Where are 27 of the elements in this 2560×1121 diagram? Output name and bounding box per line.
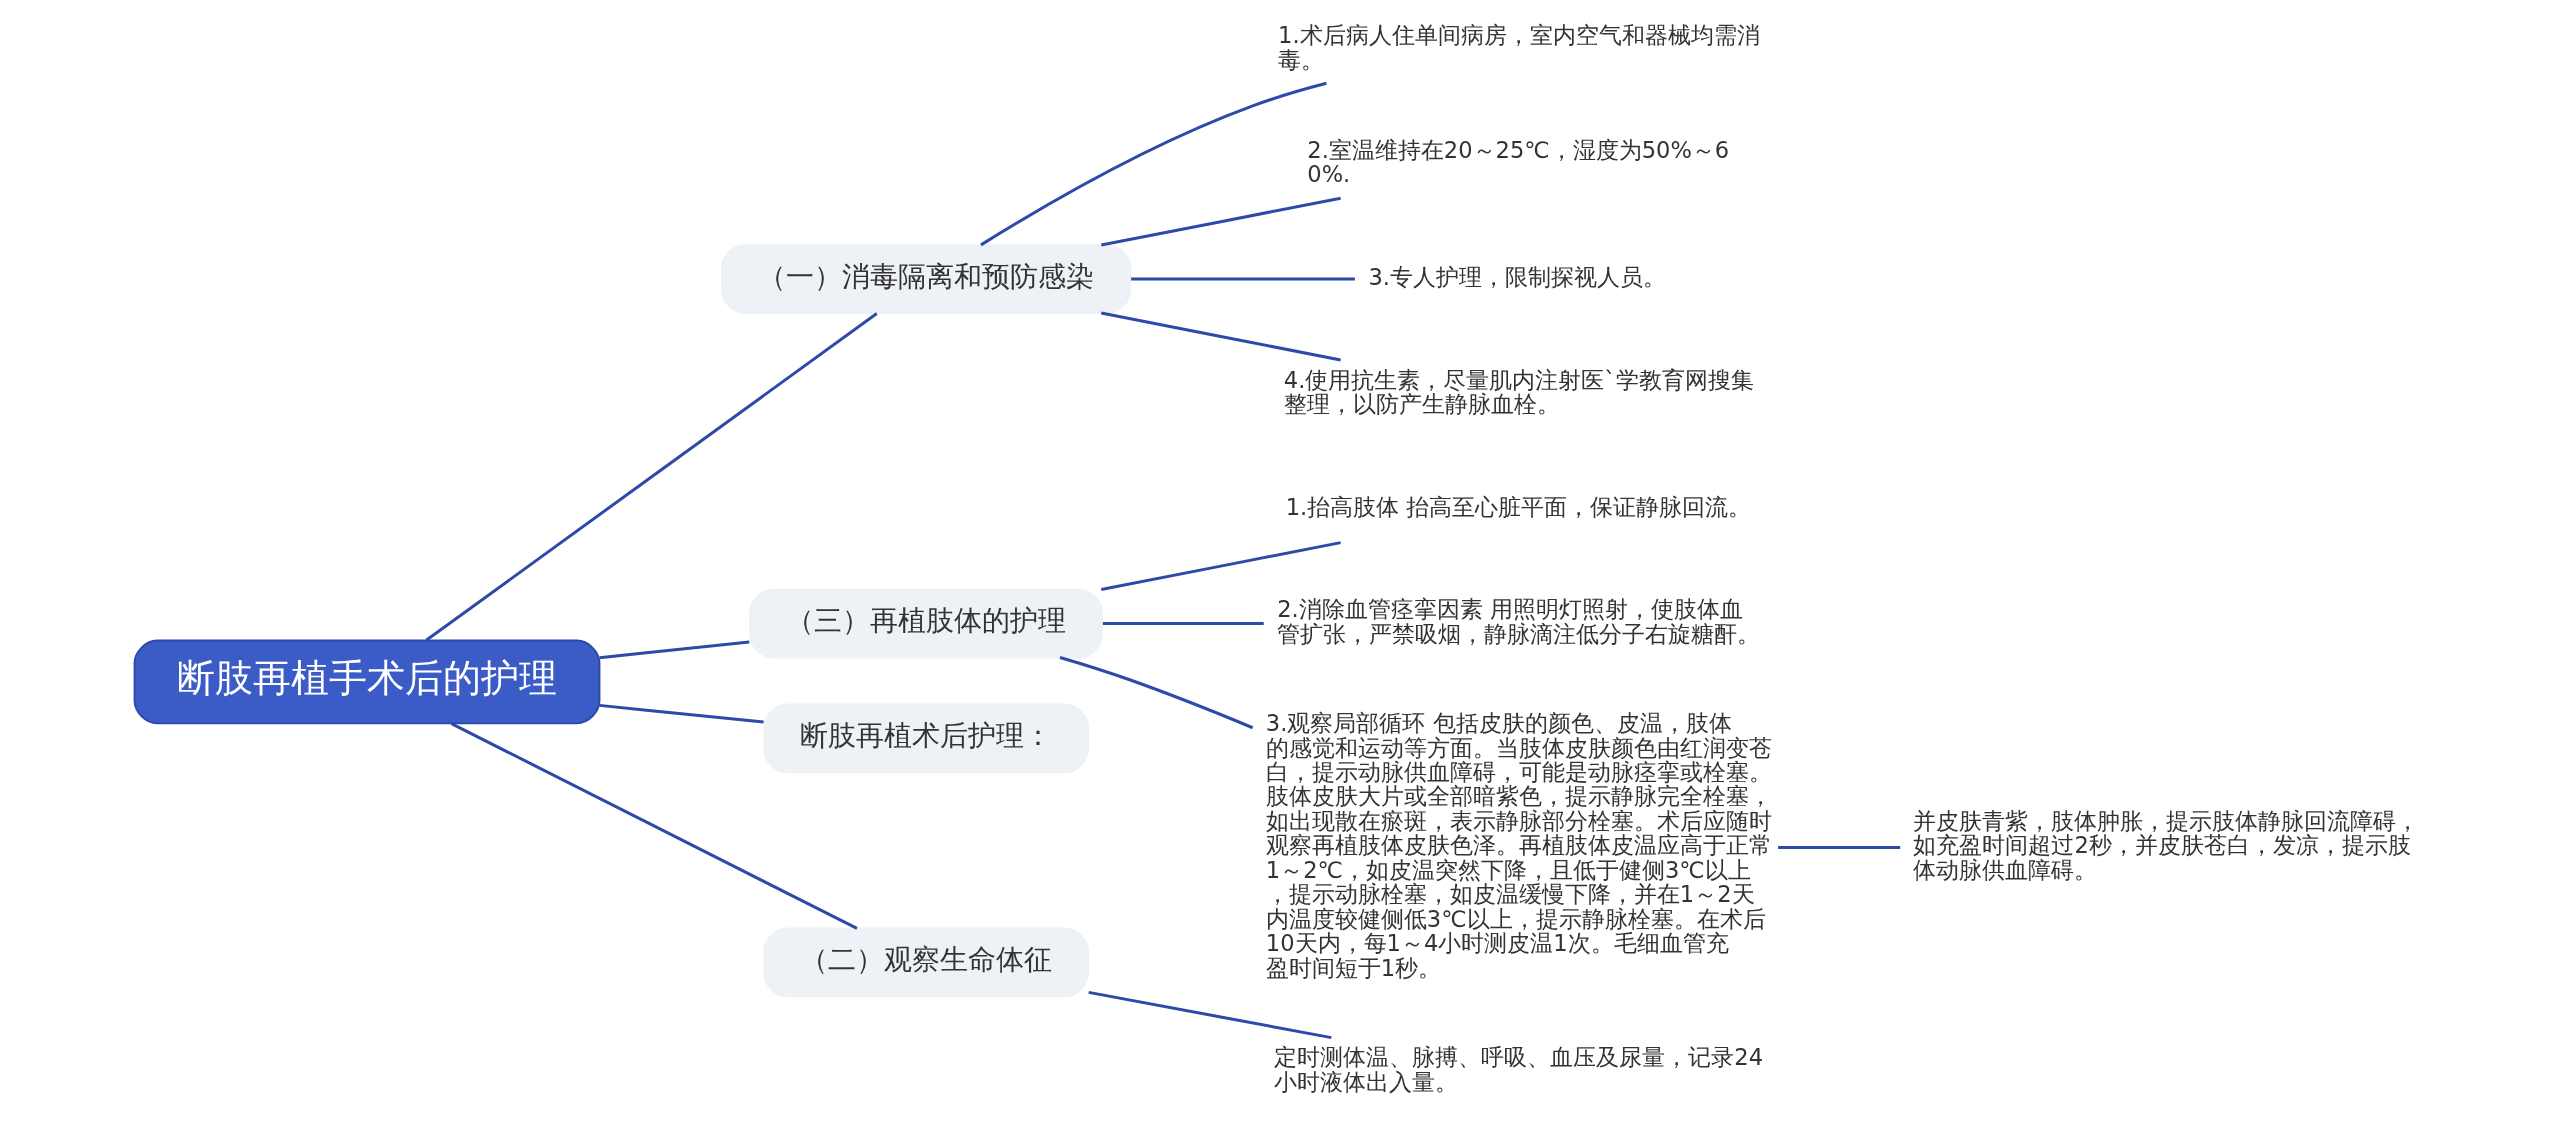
node-box: （一）消毒隔离和预防感染	[720, 244, 1132, 314]
connector	[425, 312, 878, 642]
node-text: 2.室温维持在20～25℃，湿度为50%～60%.	[1307, 136, 1730, 188]
connector	[599, 703, 764, 724]
node-text: 4.使用抗生素，尽量肌内注射医`学教育网搜集整理，以防产生静脉血栓。	[1283, 366, 1754, 417]
connector	[1778, 846, 1901, 850]
connector	[1131, 277, 1355, 281]
node-box: （三）再植肢体的护理	[749, 588, 1104, 659]
connector	[1100, 311, 1341, 362]
connector	[1059, 656, 1254, 730]
node-text: 1.术后病人住单间病房，室内空气和器械均需消毒。	[1278, 22, 1760, 73]
node-box: （二）观察生命体征	[763, 927, 1089, 998]
node-box: 断肢再植术后护理：	[763, 703, 1089, 774]
node-text: 3.观察局部循环 包括皮肤的颜色、皮温，肢体的感觉和运动等方面。当肢体皮肤颜色由红润变苍白，提示动脉供血障碍，可能是动脉痉挛或栓塞。肢体皮肤大片或全部暗紫色，提示静脉完全栓塞，如出现散在瘀斑，表示静脉部分栓塞。术后应随时观察再植肢体皮肤色泽。再植肢体皮温应高于正常1～2℃，如皮温突然下降，且低于健侧3℃以上，提示动脉栓塞，如皮温缓慢下降，并在1～2天内温度较健侧低3℃以上，提示静脉栓塞。在术后10天内，每1～4小时测皮温1次。毛细血管充盈时间短于1秒。	[1265, 710, 1772, 981]
connector	[1102, 622, 1264, 626]
node-text: 1.抬高肢体 抬高至心脏平面，保证静脉回流。	[1285, 493, 1752, 520]
node-text: 并皮肤青紫，肢体肿胀，提示肢体静脉回流障碍，如充盈时间超过2秒，并皮肤苍白，发凉，提示肢体动脉供血障碍。	[1913, 807, 2420, 883]
node-text: 定时测体温、脉搏、呼吸、血压及尿量，记录24小时液体出入量。	[1274, 1044, 1764, 1095]
connector	[1100, 541, 1341, 592]
connector	[980, 81, 1327, 247]
connector	[1100, 196, 1341, 247]
node-text: 2.消除血管痉挛因素 用照明灯照射，使肢体血管扩张，严禁吸烟，静脉滴注低分子右旋糖酐。	[1277, 596, 1761, 647]
connector	[450, 722, 858, 930]
node-box: 断肢再植手术后的护理	[133, 639, 601, 725]
connector	[1088, 990, 1332, 1040]
connector	[599, 640, 750, 660]
node-text: 3.专人护理，限制探视人员。	[1368, 263, 1667, 290]
